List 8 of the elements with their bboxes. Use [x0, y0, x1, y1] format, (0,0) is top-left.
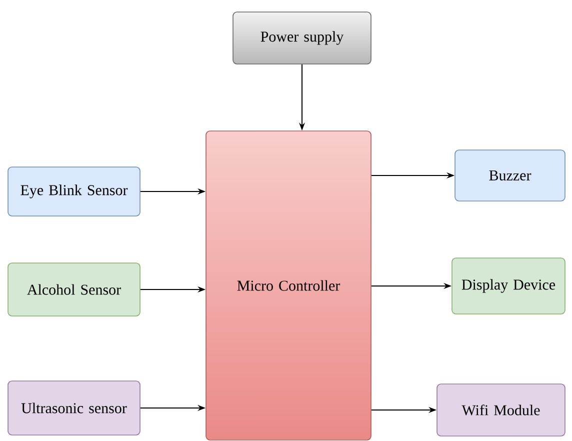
output-box: Display Device: [452, 258, 566, 314]
input-box: Alcohol Sensor: [8, 262, 140, 316]
output-box: Buzzer: [454, 150, 566, 202]
output-box: Wifi Module: [436, 384, 566, 436]
input-box: Eye Blink Sensor: [8, 166, 140, 216]
process-box: Micro Controller: [206, 130, 372, 440]
process-box: Power supply: [232, 12, 372, 64]
input-box: Ultrasonic sensor: [8, 380, 140, 436]
